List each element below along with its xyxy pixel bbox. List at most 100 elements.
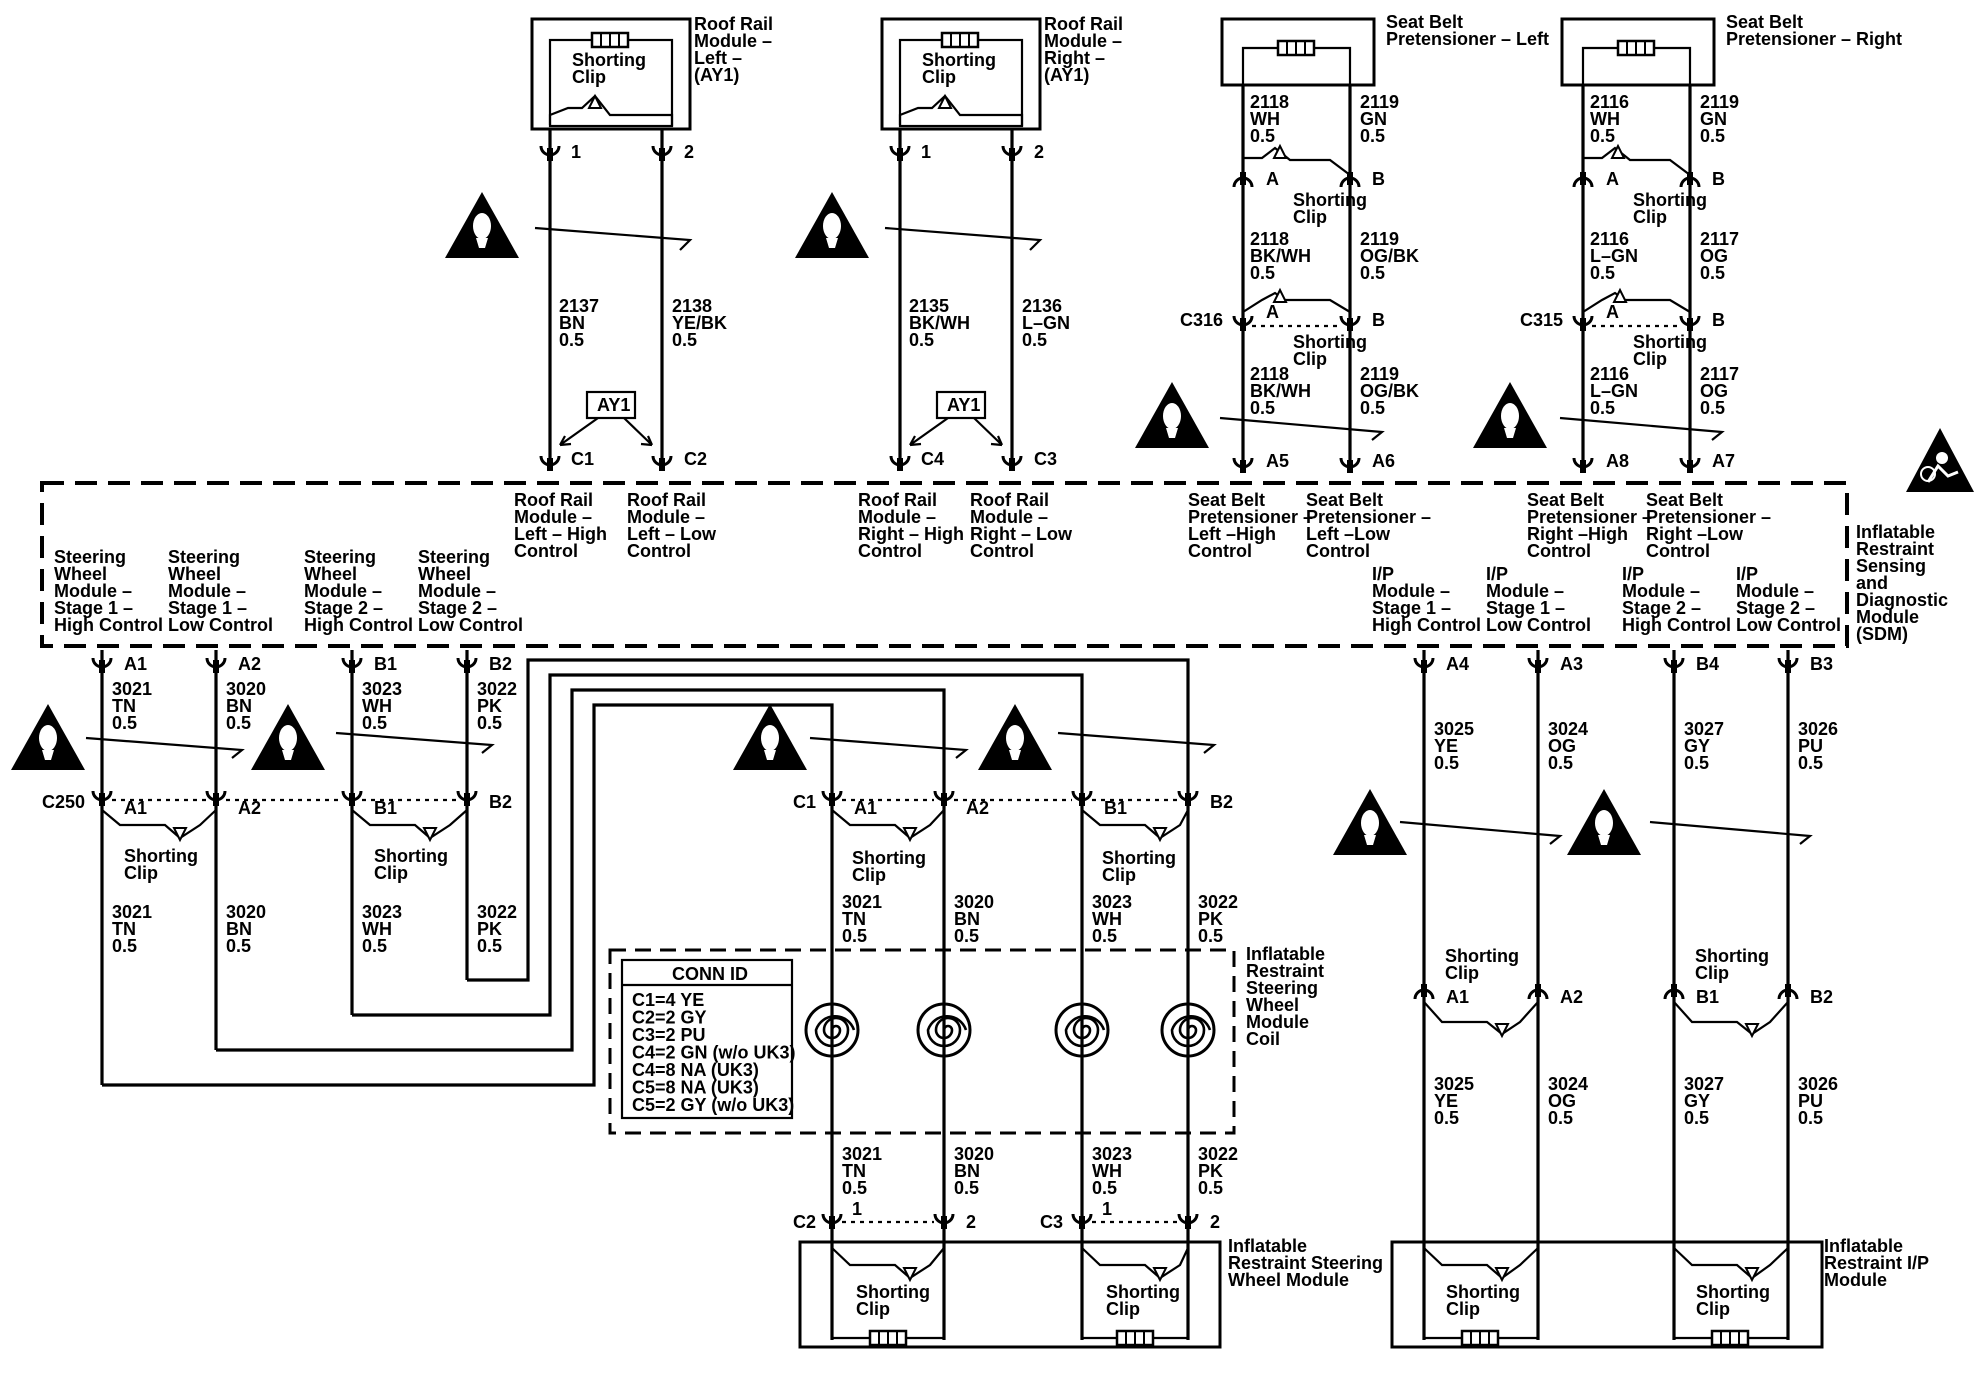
sdm-pin-function-label: Low Control: [418, 615, 523, 635]
wire-label: BK/WH: [1250, 246, 1311, 266]
conn-id-row: C1=4 YE: [632, 990, 704, 1010]
sdm-pin-function-label: Roof Rail: [970, 490, 1049, 510]
sdm-pin-function-label: Control: [858, 541, 922, 561]
wire-label: 0.5: [559, 330, 584, 350]
sdm-pin-function-label: Wheel: [418, 564, 471, 584]
connector-a8: A8: [1606, 451, 1629, 471]
connector-pin-a: A: [1266, 302, 1279, 322]
sdm-pin-function-label: High Control: [1622, 615, 1731, 635]
wire-label: 0.5: [1198, 1178, 1223, 1198]
connector-c2: C2: [793, 1212, 816, 1232]
connector-pin-b: B: [1372, 169, 1385, 189]
shorting-clip-label: Clip: [1633, 207, 1667, 227]
sdm-label: Module: [1856, 607, 1919, 627]
shorting-clip-label: Clip: [124, 863, 158, 883]
wire-label: 0.5: [1434, 1108, 1459, 1128]
connector-a6: A6: [1372, 451, 1395, 471]
wire-label: 3024: [1548, 1074, 1588, 1094]
wire-label: 2137: [559, 296, 599, 316]
wire-label: WH: [362, 919, 392, 939]
sdm-pin-function-label: I/P: [1486, 564, 1508, 584]
wire-label: 2119: [1360, 229, 1399, 249]
coil-label: Inflatable: [1246, 944, 1325, 964]
sdm-pin-function-label: Roof Rail: [514, 490, 593, 510]
sdm-pin-function-label: Left – Low: [627, 524, 717, 544]
wire-label: 3023: [1092, 1144, 1132, 1164]
sdm-pin-function-label: Stage 2 –: [1622, 598, 1701, 618]
wire-label: WH: [1092, 909, 1122, 929]
sdm-pin-function-label: Left –Low: [1306, 524, 1391, 544]
wire-label: 0.5: [842, 1178, 867, 1198]
sdm-pin-function-label: Roof Rail: [858, 490, 937, 510]
connector-a1: A1: [1446, 987, 1469, 1007]
ip-module-label: Restraint I/P: [1824, 1253, 1929, 1273]
sdm-pin-function-label: Right – Low: [970, 524, 1073, 544]
sdm-pin-function-label: Wheel: [54, 564, 107, 584]
wire-label: 0.5: [226, 936, 251, 956]
wire-label: 0.5: [1092, 1178, 1117, 1198]
wire-label: L–GN: [1590, 246, 1638, 266]
roof-rail-right-label: Right –: [1044, 48, 1105, 68]
connector-b1: B1: [1696, 987, 1719, 1007]
shorting-clip-label: Shorting: [1293, 190, 1367, 210]
wire-label: 3027: [1684, 1074, 1724, 1094]
shorting-clip-label: Shorting: [572, 50, 646, 70]
sdm-pin-function-label: I/P: [1622, 564, 1644, 584]
connector-c316: C316: [1180, 310, 1223, 330]
wire-label: OG: [1700, 381, 1728, 401]
warning-triangle-icon: [978, 704, 1052, 770]
sdm-pin-function-label: Low Control: [1736, 615, 1841, 635]
connector-c3: C3: [1034, 449, 1057, 469]
sdm-pin-function-label: Control: [970, 541, 1034, 561]
shorting-clip-label: Shorting: [1293, 332, 1367, 352]
wire-label: 2118: [1250, 92, 1289, 112]
wire-label: 3022: [1198, 1144, 1238, 1164]
ip-module-box: [1390, 1240, 1824, 1349]
shorting-clip-label: Shorting: [1102, 848, 1176, 868]
wire-label: 0.5: [1092, 926, 1117, 946]
roof-rail-right-label: Module –: [1044, 31, 1122, 51]
wire-label: 0.5: [1684, 1108, 1709, 1128]
wire-label: PU: [1798, 736, 1823, 756]
wire-label: 0.5: [477, 936, 502, 956]
sdm-pin-function-label: Steering: [304, 547, 376, 567]
wire-label: BN: [954, 1161, 980, 1181]
wire-label: GY: [1684, 1091, 1710, 1111]
wire-label: 2116: [1590, 229, 1629, 249]
warning-triangle-icon: [733, 704, 807, 770]
wire-label: 3027: [1684, 719, 1724, 739]
sdm-pin-function-label: Stage 2 –: [304, 598, 383, 618]
wire-label: OG: [1548, 1091, 1576, 1111]
sdm-pin-function-label: Seat Belt: [1306, 490, 1383, 510]
coil-label: Steering: [1246, 978, 1318, 998]
shorting-clip-label: Clip: [1293, 207, 1327, 227]
wire-label: PK: [1198, 1161, 1223, 1181]
sdm-pin-function-label: Low Control: [168, 615, 273, 635]
shorting-clip-label: Shorting: [922, 50, 996, 70]
sdm-pin-function-label: Module –: [1486, 581, 1564, 601]
connector-c3: C3: [1040, 1212, 1063, 1232]
wire-label: 3021: [842, 1144, 882, 1164]
sdm-label: Restraint: [1856, 539, 1934, 559]
wire-label: 2118: [1250, 364, 1289, 384]
steering-wheel-module-label: Restraint Steering: [1228, 1253, 1383, 1273]
sdm-pin-function-label: Module –: [1372, 581, 1450, 601]
wire-label: 2116: [1590, 364, 1629, 384]
connector-pin-1: 1: [571, 142, 581, 162]
sdm-label: (SDM): [1856, 624, 1908, 644]
connector-b2: B2: [1210, 792, 1233, 812]
connector-a3: A3: [1560, 654, 1583, 674]
sdm-pin-function-label: Control: [627, 541, 691, 561]
shorting-clip-label: Shorting: [1695, 946, 1769, 966]
sdm-pin-function-label: Control: [1646, 541, 1710, 561]
sdm-pin-function-label: Left – High: [514, 524, 607, 544]
roof-rail-right: [880, 17, 1042, 131]
warning-triangle-icon: [445, 192, 519, 258]
wire-label: 0.5: [112, 713, 137, 733]
shorting-clip-label: Clip: [1445, 963, 1479, 983]
wire-label: WH: [1250, 109, 1280, 129]
sdm-pin-function-label: Module –: [168, 581, 246, 601]
wire-label: OG: [1548, 736, 1576, 756]
sdm-pin-function-label: Pretensioner –: [1306, 507, 1431, 527]
